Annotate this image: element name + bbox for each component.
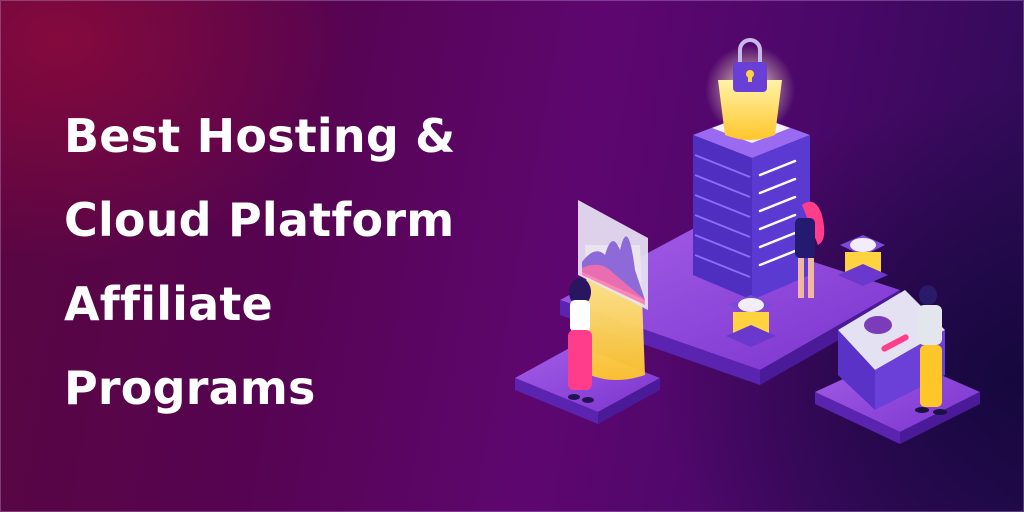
analytics-station	[515, 200, 660, 424]
headline-line-2: Cloud Platform	[64, 193, 455, 247]
headline-line-4: Programs	[64, 361, 316, 415]
server-tower	[693, 113, 810, 300]
padlock-beacon	[705, 38, 795, 140]
woman-at-server	[795, 201, 825, 298]
headline-line-1: Best Hosting &	[64, 109, 456, 163]
cloud-upload-console	[815, 285, 980, 444]
cooling-fan-front	[726, 295, 776, 347]
woman-at-chart	[568, 278, 594, 403]
headline-line-3: Affiliate	[64, 277, 273, 331]
cloud-upload-icon	[864, 316, 892, 334]
headline: Best Hosting & Cloud Platform Affiliate …	[64, 94, 456, 430]
man-at-console	[915, 285, 947, 415]
cooling-fan-right	[838, 235, 888, 286]
progress-bar	[881, 334, 909, 352]
padlock-icon	[733, 38, 767, 92]
isometric-hosting-illustration	[515, 38, 980, 444]
